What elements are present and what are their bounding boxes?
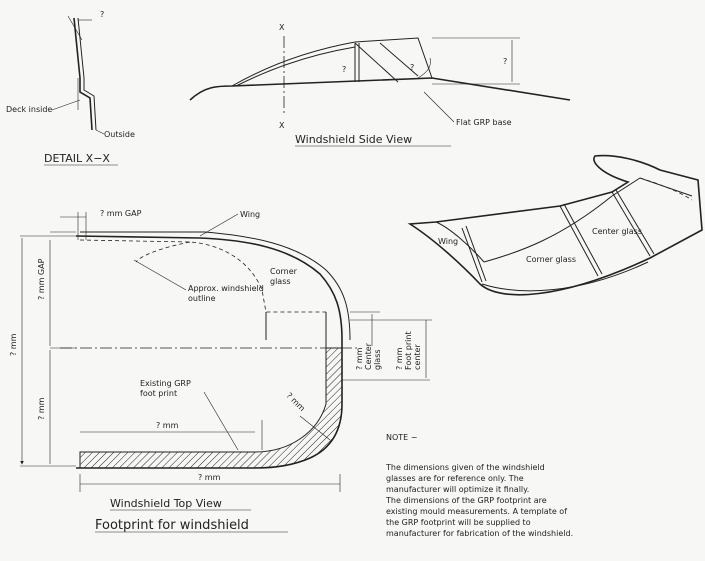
side-gap-label: ? mm GAP: [37, 258, 46, 300]
flat-base-label: Flat GRP base: [456, 118, 512, 127]
note-block: NOTE − The dimensions given of the winds…: [385, 433, 573, 538]
side-q-angle: ?: [410, 63, 414, 72]
note-line-6: the GRP footprint will be supplied to: [386, 518, 531, 527]
deck-inside-label: Deck inside: [6, 105, 52, 114]
detail-title: DETAIL X−X: [44, 152, 110, 165]
total-height-label: ? mm: [9, 333, 18, 356]
section-mark-bottom: X: [279, 121, 285, 130]
side-view: X X ? ? ? Flat GRP base Windshield Side …: [189, 23, 571, 147]
top-corner-glass-label: Corner glass: [270, 267, 299, 286]
note-line-7: manufacturer for fabrication of the wind…: [386, 529, 573, 538]
section-mark-top: X: [279, 23, 285, 32]
iso-corner-glass-label: Corner glass: [526, 255, 576, 264]
approx-outline-label: Approx. windshield outline: [188, 284, 266, 303]
iso-view: Wing Corner glass Center glass: [407, 154, 703, 296]
note-line-5: existing mould measurements. A template …: [386, 507, 567, 516]
footprint-outer: [75, 235, 343, 469]
top-view: ? mm GAP Wing Approx. windshield outline…: [9, 209, 432, 533]
top-gap-label: ? mm GAP: [100, 209, 142, 218]
top-view-title: Windshield Top View: [110, 497, 222, 510]
top-view-subtitle: Footprint for windshield: [95, 518, 249, 533]
side-view-title: Windshield Side View: [295, 133, 412, 146]
corner-dim-label: ? mm: [285, 391, 307, 413]
top-wing-label: Wing: [240, 210, 260, 219]
side-base-line: [189, 77, 571, 101]
lower-height-label: ? mm: [37, 397, 46, 420]
width-total-label: ? mm: [198, 473, 221, 482]
iso-wing-label: Wing: [438, 237, 458, 246]
side-q-left: ?: [342, 65, 346, 74]
existing-footprint-label: Existing GRP foot print: [140, 379, 193, 398]
footprint-center-dim-label: ? mm Foot print center: [395, 329, 422, 370]
center-glass-dim-label: ? mm Center glass: [355, 341, 382, 370]
side-q-height: ?: [503, 57, 507, 66]
note-line-4: The dimensions of the GRP footprint are: [385, 496, 547, 505]
existing-footprint-hatch: [79, 347, 343, 469]
iso-center-glass-label: Center glass: [592, 227, 642, 236]
note-line-2: glasses are for reference only. The: [386, 474, 524, 483]
width-inner-label: ? mm: [156, 421, 179, 430]
iso-outline: [407, 154, 703, 296]
detail-angle-label: ?: [100, 10, 104, 19]
note-line-3: manufacturer will optimize it finally.: [386, 485, 529, 494]
detail-x-x: ? Deck inside Outside DETAIL X−X: [6, 10, 135, 166]
note-line-1: The dimensions given of the windshield: [385, 463, 545, 472]
note-heading: NOTE −: [386, 433, 417, 442]
detail-profile: [73, 17, 93, 131]
outside-label: Outside: [104, 130, 135, 139]
